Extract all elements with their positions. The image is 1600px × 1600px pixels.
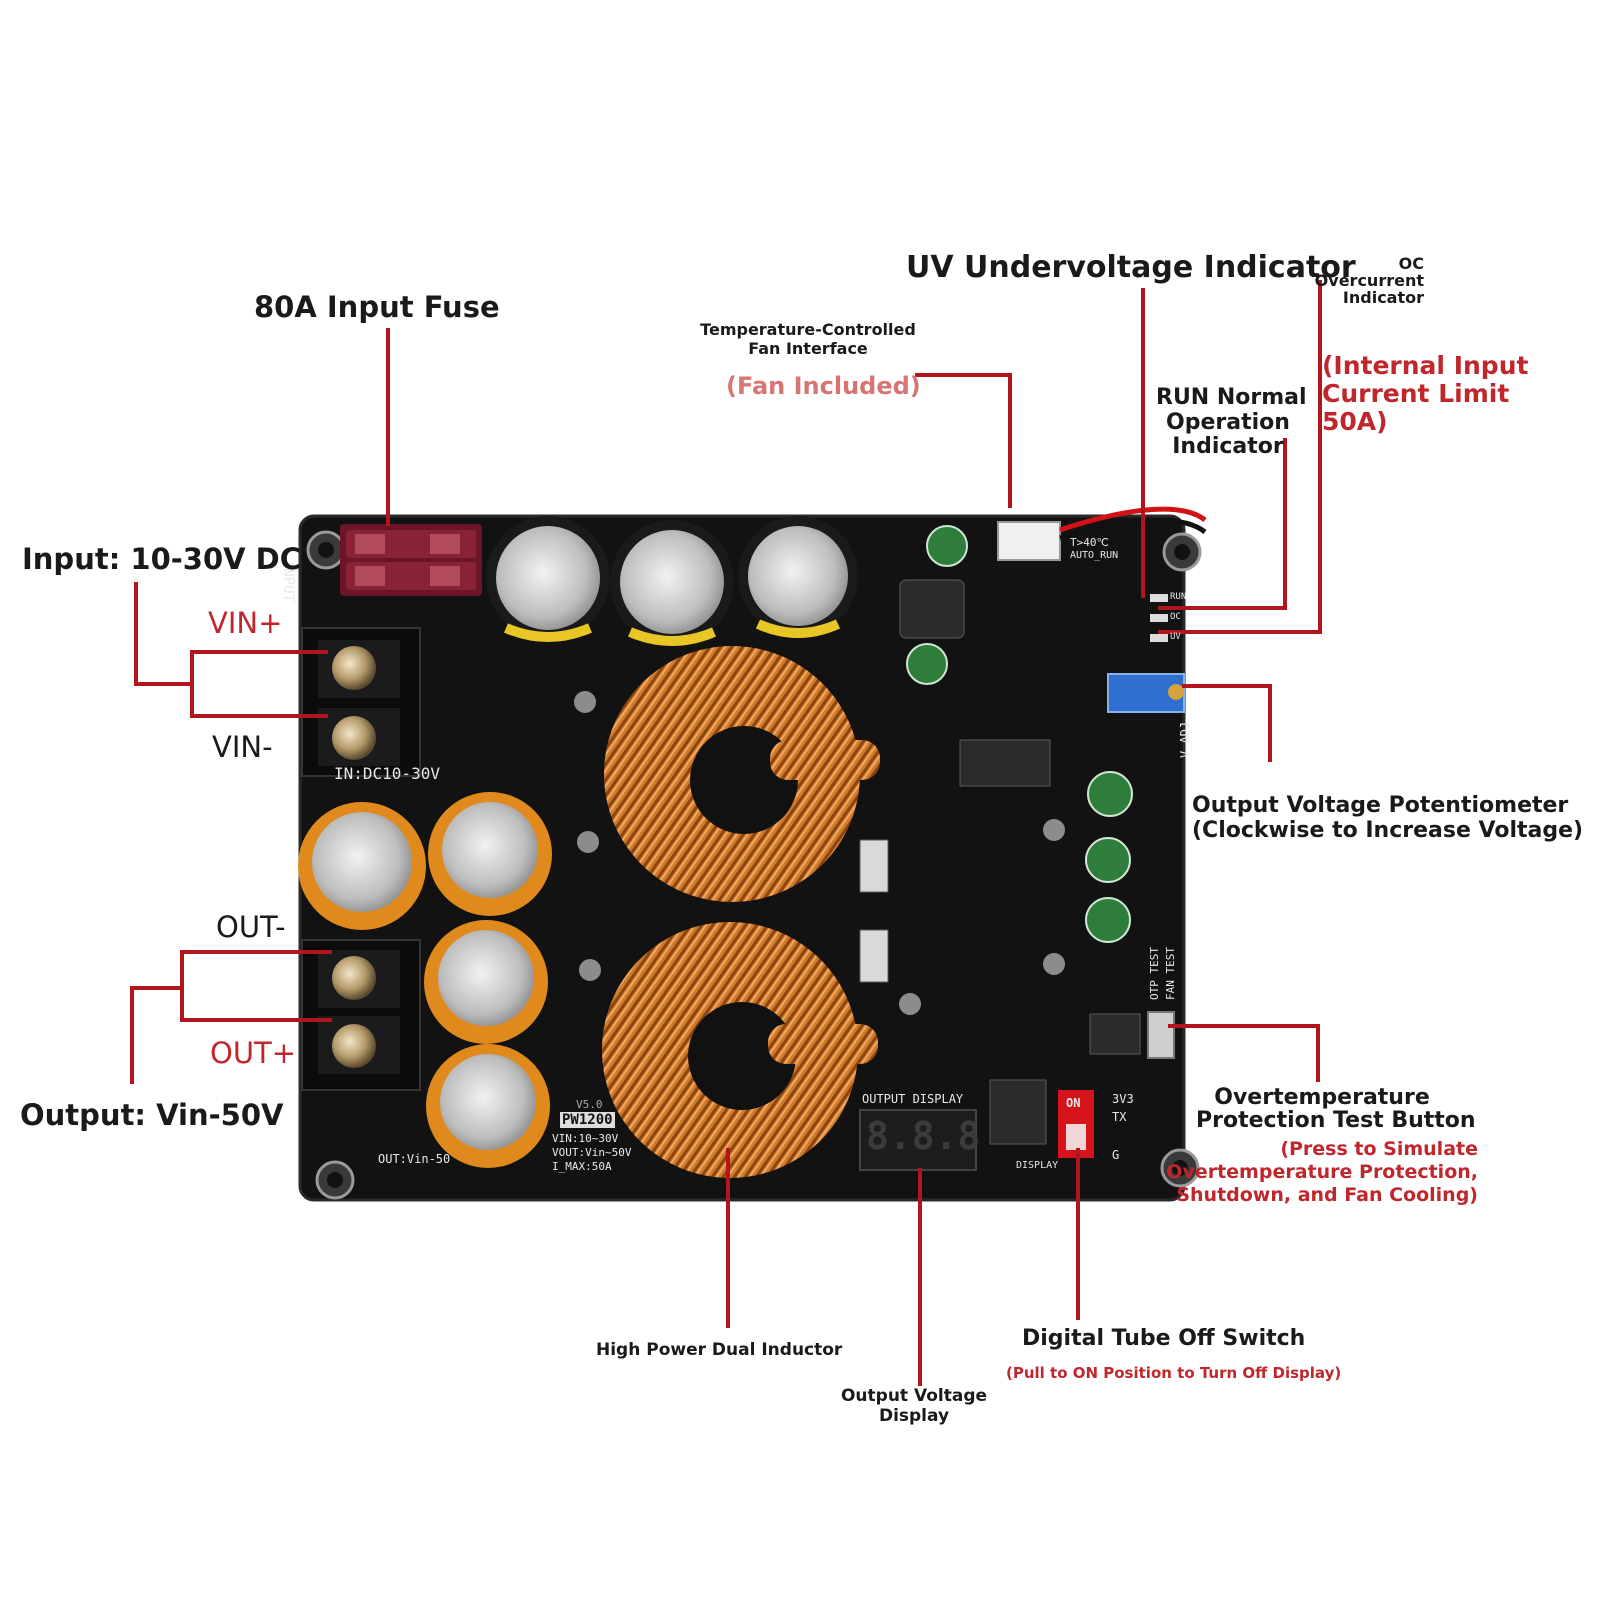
pcb-otp-test: OTP TEST — [1148, 947, 1161, 1000]
display-digits: 8.8.8 — [866, 1114, 981, 1158]
fuse-label: 80A Input Fuse — [254, 290, 500, 324]
leader-lines — [130, 280, 1322, 1386]
current-limit-label: (Internal Input Current Limit 50A) — [1322, 352, 1528, 436]
otp-button-icon — [1147, 1011, 1175, 1059]
potentiometer-label: Output Voltage Potentiometer (Clockwise … — [1192, 793, 1584, 843]
pcb-switch-on: ON — [1066, 1096, 1081, 1110]
oc-line-2: Overcurrent — [1314, 270, 1424, 290]
oc-indicator-label: OC Overcurrent Indicator — [1300, 254, 1424, 307]
pcb-fan-temp: T>40℃ — [1070, 536, 1109, 549]
pcb-spec-vout: VOUT:Vin~50V — [552, 1146, 632, 1159]
run-line-1: RUN Normal — [1156, 385, 1307, 410]
potentiometer-icon — [1107, 673, 1185, 713]
pcb-led-oc: OC — [1170, 612, 1181, 622]
uv-indicator-label: UV Undervoltage Indicator — [906, 250, 1356, 285]
otp-line-2: Protection Test Button — [1196, 1108, 1476, 1134]
run-indicator-label: RUN Normal Operation Indicator — [1156, 385, 1307, 460]
vin-plus-label: VIN+ — [208, 606, 283, 640]
otp-line-1: Overtemperature — [1214, 1085, 1430, 1110]
otp-note-line-3: Shutdown, and Fan Cooling) — [1176, 1183, 1478, 1206]
run-line-3: Indicator — [1172, 434, 1284, 460]
fan-interface-line-2: Fan Interface — [748, 339, 868, 359]
output-display-line-2: Display — [878, 1406, 950, 1427]
fan-included-label: (Fan Included) — [726, 372, 921, 400]
board-screw-icon — [574, 691, 1065, 1015]
pcb-v-adj: V_ADJ — [1178, 721, 1192, 758]
current-limit-line-2: Current Limit — [1322, 379, 1510, 408]
out-minus-label: OUT- — [216, 910, 286, 944]
fuse-icon — [340, 524, 482, 596]
output-display-label: Output Voltage Display — [838, 1386, 990, 1427]
pcb-pin-g: G — [1112, 1148, 1120, 1162]
green-capacitors-icon — [906, 525, 1133, 943]
output-label: Output: Vin-50V — [20, 1098, 284, 1132]
pcb-fan-test: FAN TEST — [1164, 947, 1177, 1000]
otp-button-label: Overtemperature Protection Test Button — [1196, 1085, 1476, 1134]
potentiometer-line-1: Output Voltage Potentiometer — [1192, 793, 1569, 818]
pcb-out-spec: OUT:Vin-50 — [378, 1152, 451, 1166]
pcb-led-uv: UV — [1170, 632, 1181, 642]
pcb-spec-imax: I_MAX:50A — [552, 1160, 612, 1173]
switch-note-label: (Pull to ON Position to Turn Off Display… — [1006, 1364, 1342, 1382]
pcb-pin-tx: TX — [1112, 1110, 1127, 1124]
pcb-in-spec: IN:DC10-30V — [334, 764, 440, 783]
otp-note-line-2: Overtemperature Protection, — [1166, 1160, 1478, 1183]
pcb-led-run: RUN — [1170, 592, 1187, 602]
switch-label: Digital Tube Off Switch — [1022, 1326, 1306, 1351]
current-limit-line-3: 50A) — [1322, 407, 1388, 436]
pcb-auto-run: AUTO_RUN — [1070, 550, 1119, 561]
pcb-pin-3v3: 3V3 — [1112, 1092, 1134, 1106]
potentiometer-line-2: (Clockwise to Increase Voltage) — [1192, 817, 1584, 843]
input-capacitors-icon — [486, 516, 858, 646]
fan-interface-line-1: Temperature-Controlled — [700, 320, 916, 339]
pcb-display-label: DISPLAY — [1016, 1160, 1059, 1171]
otp-note-label: (Press to Simulate Overtemperature Prote… — [1150, 1138, 1478, 1206]
output-capacitors-icon — [298, 792, 552, 1168]
pcb-version: V5.0 — [576, 1098, 603, 1111]
dip-switch-icon — [1058, 1090, 1094, 1158]
run-line-2: Operation — [1166, 409, 1290, 435]
output-terminal-icon — [301, 939, 421, 1091]
fan-interface-label: Temperature-Controlled Fan Interface — [700, 320, 916, 358]
oc-line-3: Indicator — [1342, 287, 1424, 307]
indicator-leds-icon — [1150, 594, 1168, 642]
out-plus-label: OUT+ — [210, 1036, 297, 1070]
pcb-output-display: OUTPUT DISPLAY — [862, 1092, 964, 1106]
input-label: Input: 10-30V DC — [22, 542, 302, 576]
pcb-model: PW1200 — [560, 1112, 615, 1128]
vin-minus-label: VIN- — [212, 730, 273, 764]
pcb-spec-vin: VIN:10~30V — [552, 1132, 619, 1145]
dual-inductor-icon — [602, 646, 880, 1178]
inductor-label: High Power Dual Inductor — [596, 1340, 843, 1360]
oc-line-1: OC — [1398, 254, 1424, 273]
control-circuit-icon — [859, 579, 1141, 1145]
current-limit-line-1: (Internal Input — [1322, 351, 1529, 380]
fan-connector-icon — [997, 506, 1207, 561]
output-display-line-1: Output Voltage — [840, 1386, 988, 1406]
otp-note-line-1: (Press to Simulate — [1280, 1138, 1478, 1160]
